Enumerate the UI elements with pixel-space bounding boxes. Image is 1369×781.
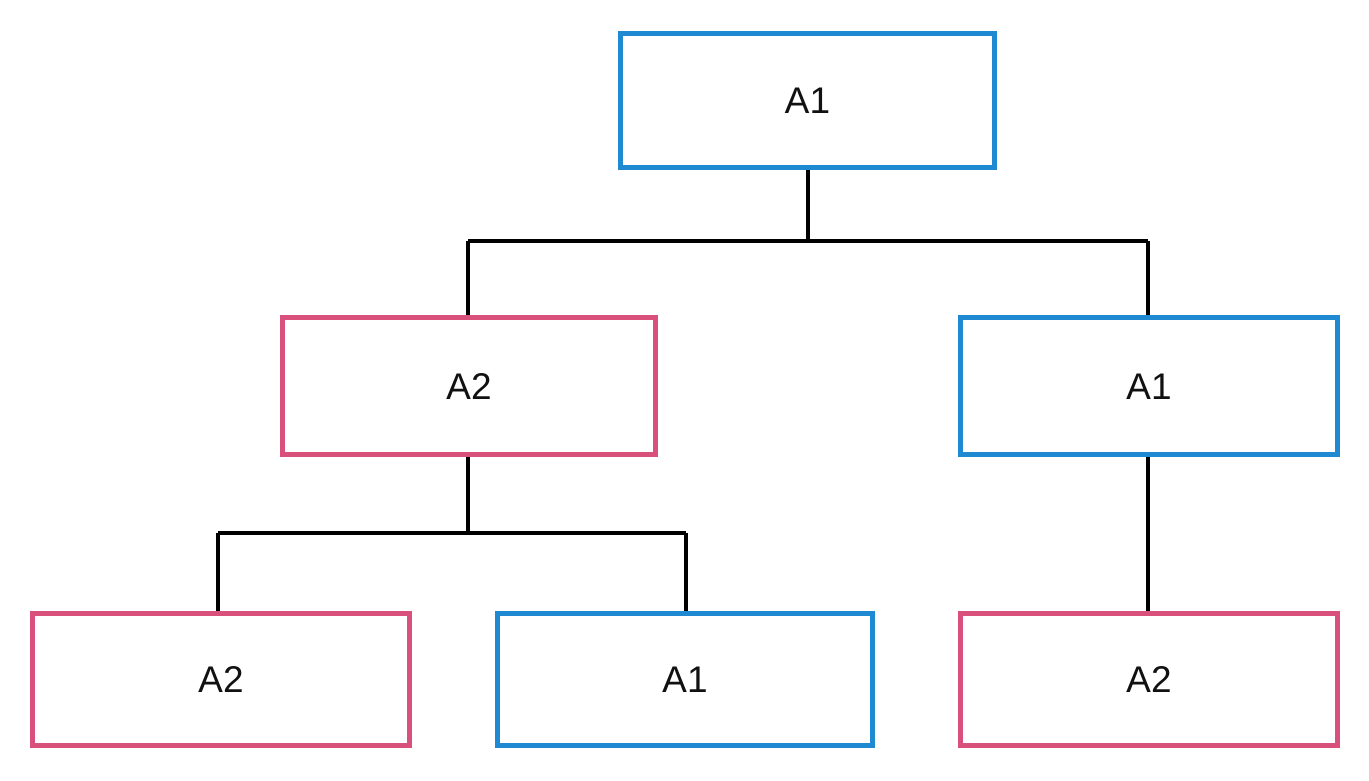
tree-node-label: A2 <box>446 365 492 407</box>
tree-node-label: A2 <box>1126 659 1172 700</box>
tree-node-label: A2 <box>198 659 244 700</box>
tree-node-n5[interactable]: A2 <box>958 611 1340 748</box>
tree-node-label: A1 <box>784 80 831 121</box>
tree-node-n2[interactable]: A1 <box>958 315 1340 457</box>
tree-node-n4[interactable]: A1 <box>495 611 875 748</box>
tree-node-n3[interactable]: A2 <box>30 611 412 748</box>
tree-node-n1[interactable]: A2 <box>280 315 658 457</box>
tree-node-n0[interactable]: A1 <box>618 31 997 170</box>
tree-node-label: A1 <box>662 659 708 700</box>
tree-node-label: A1 <box>1126 365 1172 407</box>
